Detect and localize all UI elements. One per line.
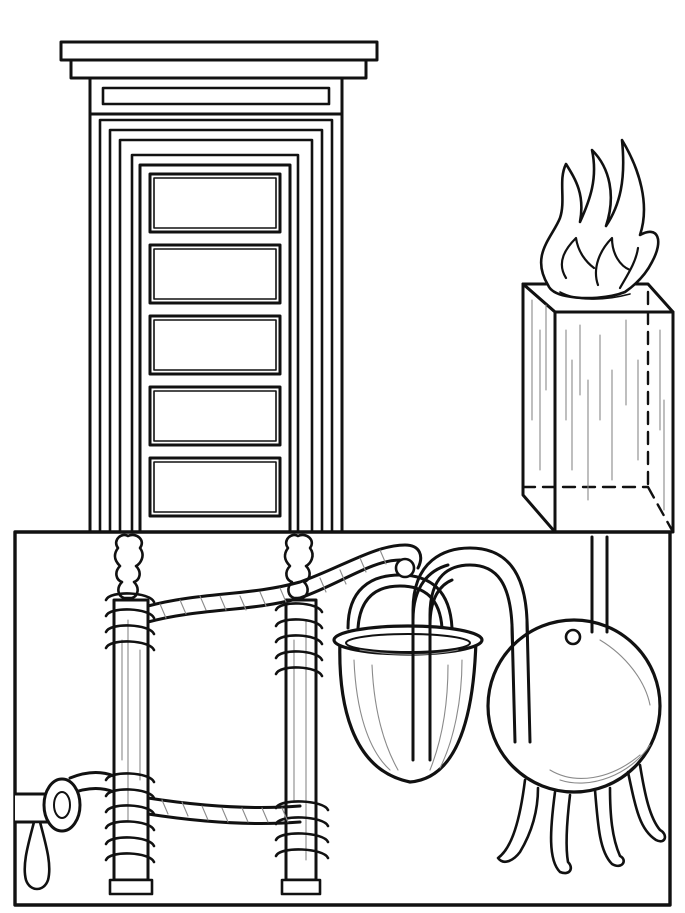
left-post — [108, 533, 154, 896]
door-panel — [148, 243, 282, 305]
door-leaf — [138, 163, 292, 534]
door-frame-1 — [98, 118, 334, 534]
rope-coil — [274, 800, 330, 860]
sphere-leg — [626, 763, 667, 843]
door-frame-2 — [108, 128, 324, 534]
siphon-tube-in-sphere — [510, 618, 532, 744]
bucket-rim-inner — [345, 633, 471, 653]
lower-rope — [68, 771, 302, 826]
door-frame-4 — [130, 153, 300, 534]
right-post-finial — [283, 533, 314, 600]
sphere-valve-icon — [564, 628, 582, 646]
flame-base — [559, 291, 631, 300]
underground-chamber — [13, 530, 672, 907]
rope-coils — [104, 592, 330, 864]
right-post-base — [280, 878, 322, 896]
bucket-rim — [332, 624, 484, 656]
altar-shading — [531, 299, 665, 511]
rope-coil — [104, 772, 156, 864]
door-lintel-inset — [101, 86, 331, 106]
sphere-leg — [496, 778, 540, 864]
door-panel — [153, 461, 277, 513]
left-post-base — [108, 878, 154, 896]
door-panel — [153, 390, 277, 442]
door-panel — [153, 177, 277, 229]
siphon-tube — [411, 546, 532, 762]
door-cornice-top — [59, 40, 379, 62]
rope-coil — [104, 592, 156, 652]
door-panel — [148, 385, 282, 447]
right-post — [280, 533, 322, 896]
door-panel — [148, 456, 282, 518]
altar-side — [521, 282, 557, 534]
lower-rope-twist — [161, 799, 289, 823]
hollow-sphere — [486, 618, 667, 875]
rope-coil — [274, 602, 324, 678]
drain-pipe-end — [42, 777, 82, 833]
altar-front — [553, 310, 675, 534]
drain-spout — [13, 777, 82, 891]
altar-flame — [539, 138, 660, 300]
door-panels — [148, 172, 282, 518]
sphere-leg — [593, 786, 625, 868]
fire-altar — [521, 138, 675, 534]
door-panel — [153, 248, 277, 300]
bucket — [332, 557, 484, 784]
flame-inner — [560, 236, 640, 290]
door-panel — [153, 319, 277, 371]
door-cornice-bottom — [69, 58, 368, 80]
water-drop-icon — [23, 820, 51, 891]
rope-pulley-posts — [68, 533, 423, 896]
right-post-shaft — [284, 598, 318, 882]
temple-door — [59, 40, 379, 534]
sphere-shading — [549, 639, 651, 784]
door-frame-3 — [118, 138, 314, 534]
sphere-legs — [496, 763, 667, 875]
flame-outline — [539, 138, 660, 300]
door-frame-outer — [88, 112, 344, 534]
altar-pipe — [590, 535, 609, 634]
door-panel — [148, 314, 282, 376]
altar-hidden-edges — [521, 290, 675, 534]
sphere-leg — [549, 790, 573, 875]
bucket-staves — [353, 649, 463, 771]
bucket-hook — [394, 557, 416, 579]
sphere-body — [486, 618, 662, 794]
upper-rope — [146, 543, 423, 624]
bucket-body — [338, 638, 478, 784]
door-panel — [148, 172, 282, 234]
left-post-finial — [113, 533, 144, 600]
door-lintel — [88, 76, 344, 116]
upper-rope-twist — [159, 549, 387, 619]
